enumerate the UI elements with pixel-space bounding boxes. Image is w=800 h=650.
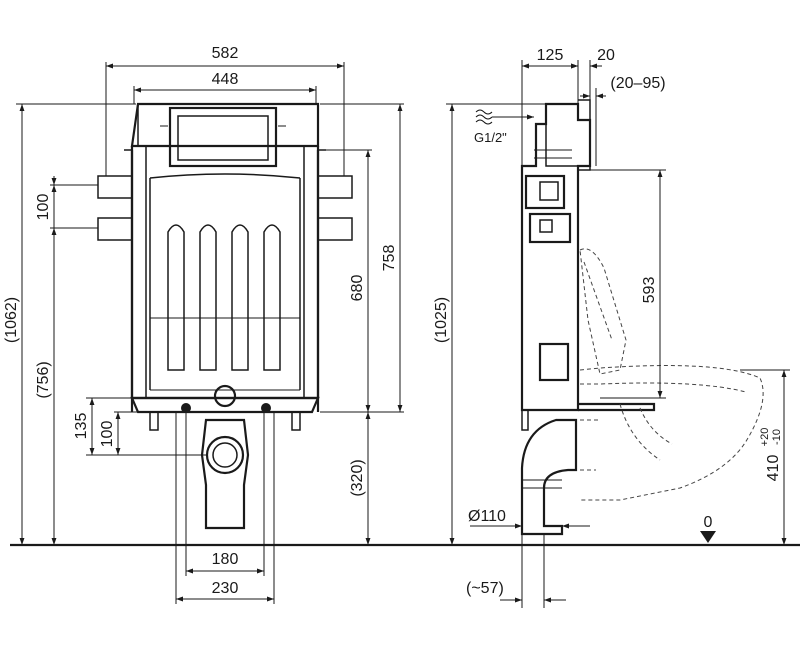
label-410-tol-minus: -10 <box>771 429 783 445</box>
label-410: 410 <box>765 455 782 482</box>
label-1062: (1062) <box>3 297 20 343</box>
label-20-95: (20–95) <box>610 75 665 92</box>
dim-680: 680 <box>320 149 372 412</box>
dim-593: 593 <box>590 169 666 399</box>
dim-125: 125 <box>521 47 579 166</box>
label-680: 680 <box>349 275 366 302</box>
label-320: (320) <box>349 459 366 496</box>
dim-1025: (1025) <box>433 103 546 545</box>
dim-57: (~57) <box>466 534 566 608</box>
dim-410: 410 +20 -10 <box>740 369 790 545</box>
dim-320: (320) <box>349 412 371 545</box>
floor-level-triangle-icon <box>700 531 716 543</box>
dim-230: 230 <box>175 413 275 604</box>
label-100-inlets: 100 <box>35 194 52 221</box>
label-230: 230 <box>212 580 239 597</box>
label-448: 448 <box>212 71 239 88</box>
label-100-bottom: 100 <box>99 421 116 448</box>
label-125: 125 <box>537 47 564 64</box>
dim-100-bottom: 100 <box>99 411 138 455</box>
dim-20-95: (20–95) <box>580 75 666 166</box>
toilet-bowl-outline <box>579 248 764 501</box>
dim-1062: (1062) <box>3 103 136 545</box>
dim-448: 448 <box>133 71 317 104</box>
front-view: 582 448 (1062) (756) 100 <box>3 45 404 604</box>
dim-582: 582 <box>105 45 345 176</box>
label-756: (756) <box>35 361 52 398</box>
label-135: 135 <box>73 413 90 440</box>
dim-758: 758 <box>320 103 404 413</box>
label-410-tol-plus: +20 <box>759 428 771 447</box>
side-view: G1/2" 125 20 <box>433 47 790 608</box>
side-frame <box>520 99 656 536</box>
floor-level-marker: 0 <box>700 514 716 543</box>
dim-100-inlets: 100 <box>35 176 98 238</box>
label-758: 758 <box>381 245 398 272</box>
dim-180: 180 <box>185 413 265 576</box>
label-582: 582 <box>212 45 239 62</box>
water-inlet: G1/2" <box>474 109 534 145</box>
label-593: 593 <box>641 277 658 304</box>
dim-756: (756) <box>35 184 98 545</box>
label-180: 180 <box>212 551 239 568</box>
label-g12: G1/2" <box>474 130 507 145</box>
dim-20: 20 <box>566 47 615 120</box>
label-1025: (1025) <box>433 297 450 343</box>
label-0: 0 <box>704 514 713 531</box>
label-57: (~57) <box>466 580 504 597</box>
label-110: Ø110 <box>468 508 506 525</box>
front-frame <box>97 102 353 530</box>
label-20: 20 <box>597 47 615 64</box>
dim-110: Ø110 <box>468 508 590 529</box>
dim-135: 135 <box>73 397 206 456</box>
